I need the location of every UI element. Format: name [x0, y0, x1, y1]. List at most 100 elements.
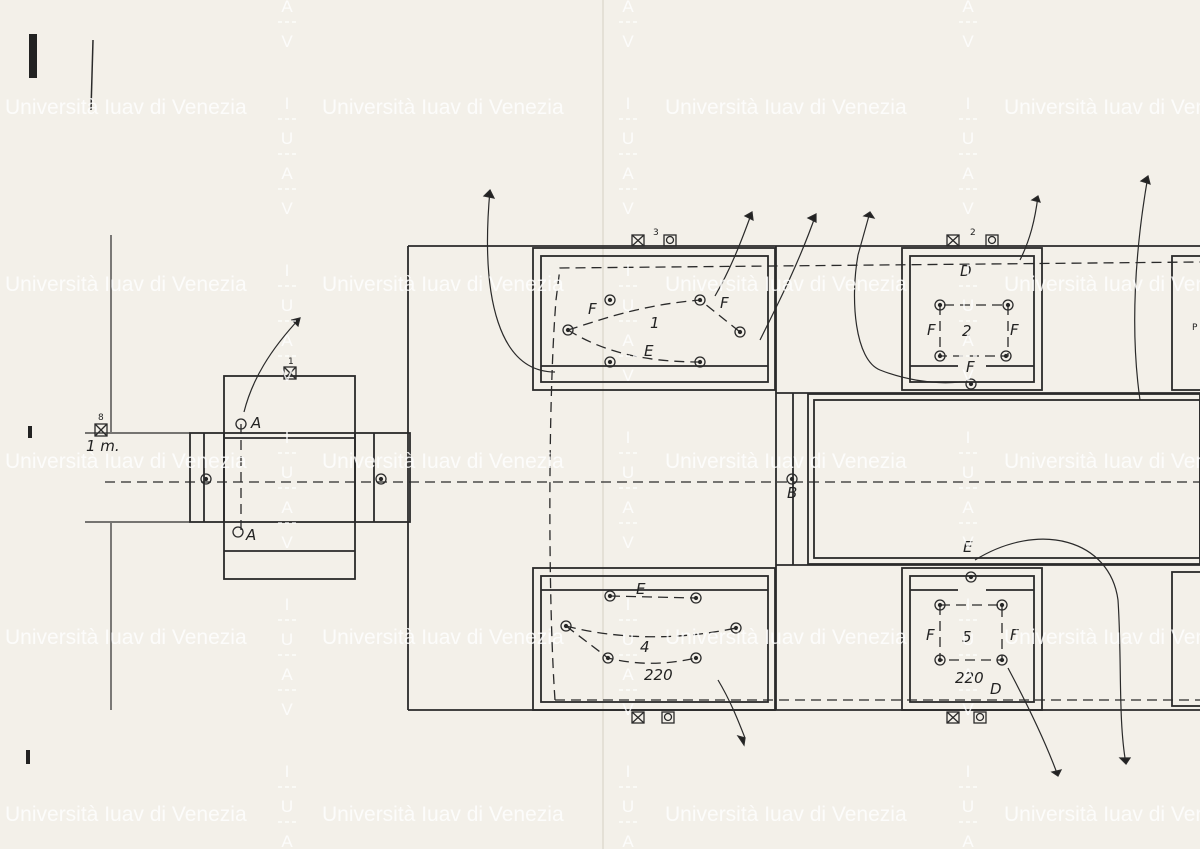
watermark-text: Università Iuav di Venezia — [665, 803, 907, 826]
watermark-letter: U — [962, 630, 974, 649]
watermark-letter: U — [281, 129, 293, 148]
watermark-letter: U — [962, 129, 974, 148]
label-dimension: 220 — [644, 666, 673, 684]
registration-mark — [26, 750, 30, 764]
watermark-letter: I — [626, 762, 631, 781]
watermark-letter: A — [622, 498, 634, 517]
watermark-letter: V — [622, 366, 634, 385]
watermark-letter: I — [966, 94, 971, 113]
watermark-letter: A — [622, 832, 634, 849]
watermark-text: Università Iuav di Venezia — [665, 96, 907, 119]
watermark-letter: U — [281, 797, 293, 816]
vestibule-walls — [189, 375, 411, 580]
watermark-text: Università Iuav di Venezia — [665, 273, 907, 296]
watermark-letter: U — [622, 463, 634, 482]
watermark-letter: A — [281, 331, 293, 350]
watermark-letter: I — [626, 428, 631, 447]
watermark-text: Università Iuav di Venezia — [5, 626, 247, 649]
watermark-letter: U — [962, 797, 974, 816]
watermark-letter: V — [622, 199, 634, 218]
label-f: F — [720, 294, 729, 312]
label-room-5: 5 — [962, 628, 972, 646]
label-d: D — [990, 680, 1002, 698]
label-a-top: A — [250, 414, 261, 432]
watermark-text: Università Iuav di Venezia — [5, 96, 247, 119]
watermark-letter: V — [281, 700, 293, 719]
watermark-letter: V — [281, 533, 293, 552]
watermark-letter: I — [966, 762, 971, 781]
watermark-letter: I — [285, 261, 290, 280]
watermark-letter: V — [962, 533, 974, 552]
box-number: 8 — [98, 413, 104, 423]
label-e: E — [963, 538, 973, 556]
watermark-text: Università Iuav di Venezia — [665, 626, 907, 649]
registration-mark — [29, 34, 37, 78]
watermark-letter: U — [622, 797, 634, 816]
label-f: F — [926, 626, 935, 644]
watermark-letter: U — [962, 463, 974, 482]
label-a-bottom: A — [245, 526, 256, 544]
watermark: Università Iuav di Venezia Università Iu… — [5, 96, 1200, 826]
watermark-letter: V — [281, 366, 293, 385]
watermark-letter: V — [962, 199, 974, 218]
watermark-letter: A — [281, 164, 293, 183]
registration-mark — [28, 426, 32, 438]
lamp-symbols — [200, 294, 1014, 666]
scale-label: 1 m. — [86, 437, 120, 455]
watermark-letter: I — [626, 595, 631, 614]
watermark-text: Università Iuav di Venezia — [5, 803, 247, 826]
watermark-letter: I — [626, 94, 631, 113]
watermark-letter: V — [281, 199, 293, 218]
watermark-letter: I — [626, 261, 631, 280]
watermark-text: Università Iuav di Venezia — [322, 273, 564, 296]
watermark-letter: A — [281, 832, 293, 849]
watermark-letter: A — [622, 665, 634, 684]
watermark-letter: A — [281, 498, 293, 517]
watermark-text: Università Iuav di Venezia — [5, 450, 247, 473]
watermark-letter: U — [622, 630, 634, 649]
box-number: 2 — [970, 228, 976, 238]
watermark-text: Università Iuav di Venezia — [1004, 450, 1200, 473]
watermark-letter: V — [622, 700, 634, 719]
label-e: E — [636, 580, 646, 598]
watermark-letter: V — [281, 32, 293, 51]
watermark-letter: I — [966, 595, 971, 614]
watermark-text: Università Iuav di Venezia — [1004, 626, 1200, 649]
label-b: B — [787, 484, 797, 502]
watermark-letter: A — [962, 665, 974, 684]
watermark-letter: A — [281, 0, 293, 16]
watermark-letter: A — [962, 164, 974, 183]
watermark-letter: I — [966, 428, 971, 447]
watermark-letter: A — [962, 498, 974, 517]
watermark-text: Università Iuav di Venezia — [322, 803, 564, 826]
watermark-letter: V — [962, 700, 974, 719]
watermark-letter: V — [622, 533, 634, 552]
watermark-text: Università Iuav di Venezia — [322, 626, 564, 649]
watermark-text: Università Iuav di Venezia — [5, 273, 247, 296]
watermark-text: Università Iuav di Venezia — [1004, 273, 1200, 296]
label-room-2: 2 — [962, 322, 972, 340]
label-f: F — [927, 321, 936, 339]
box-number: 3 — [653, 228, 659, 238]
watermark-letter: A — [962, 0, 974, 16]
label-p: P — [1192, 323, 1198, 333]
watermark-letter: V — [962, 32, 974, 51]
watermark-letter: V — [622, 32, 634, 51]
label-e: E — [644, 342, 654, 360]
watermark-text: Università Iuav di Venezia — [322, 450, 564, 473]
label-room-1: 1 — [650, 314, 660, 332]
watermark-columns: AVIUAVIUAVIUAVIUAVIUAAVIUAVIUAVIUAVIUAVI… — [278, 0, 977, 849]
watermark-letter: A — [622, 164, 634, 183]
watermark-letter: U — [281, 630, 293, 649]
leader-arrows — [243, 174, 1151, 777]
label-dimension: 220 — [955, 669, 984, 687]
watermark-letter: U — [281, 296, 293, 315]
watermark-letter: U — [962, 296, 974, 315]
watermark-text: Università Iuav di Venezia — [1004, 96, 1200, 119]
watermark-letter: A — [622, 331, 634, 350]
watermark-letter: U — [281, 463, 293, 482]
watermark-text: Università Iuav di Venezia — [665, 450, 907, 473]
watermark-letter: A — [281, 665, 293, 684]
